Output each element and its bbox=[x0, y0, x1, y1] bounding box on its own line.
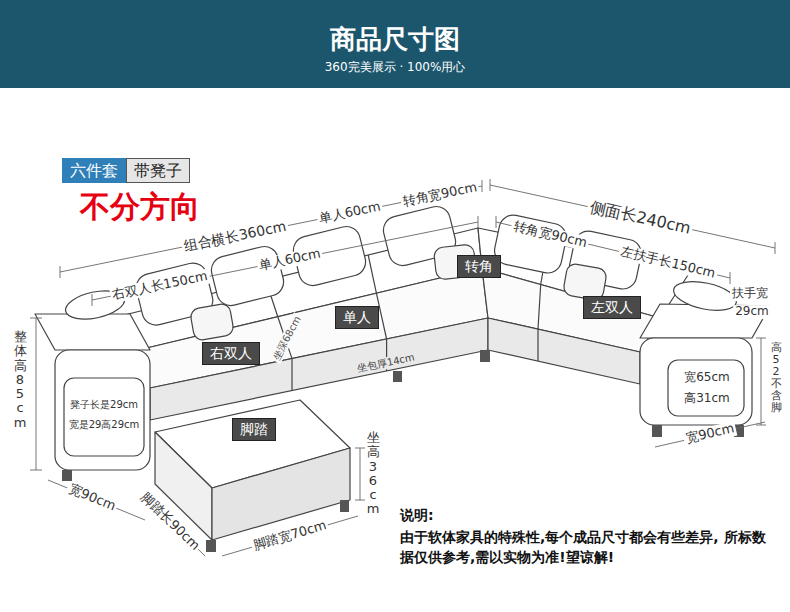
dimension-label: 高31cm bbox=[682, 392, 732, 406]
dimension-label: 高52不含脚 bbox=[771, 341, 782, 416]
node-text: 左双人 bbox=[591, 299, 633, 315]
page-title: 商品尺寸图 bbox=[330, 25, 460, 55]
callout-box: 右双人 bbox=[202, 342, 260, 365]
node-text: 脚踏 bbox=[240, 421, 268, 437]
dimension-label: 脚踏宽70cm bbox=[250, 518, 330, 555]
dimension-label: 左扶手长150cm bbox=[617, 244, 718, 282]
node-text: 转角 bbox=[465, 258, 493, 274]
stool-note: 凳子长是29cm bbox=[68, 399, 140, 411]
dimension-label: 坐高36cm bbox=[367, 430, 380, 518]
dimension-label: 脚踏长90cm bbox=[136, 489, 203, 555]
node-text: 六件套 bbox=[70, 161, 118, 180]
subtitle: 360完美展示 · 100%用心 bbox=[325, 61, 466, 75]
node-text: 带凳子 bbox=[134, 161, 182, 180]
dimension-label: 转角宽90cm bbox=[400, 180, 481, 210]
dimension-label: 宽90cm bbox=[64, 481, 119, 515]
dimension-label: 宽90cm bbox=[682, 421, 737, 447]
direction-note: 不分方向 bbox=[80, 190, 200, 225]
callout-box: 转角 bbox=[457, 255, 501, 278]
node-text: 单人 bbox=[343, 309, 371, 325]
node-text: 右双人 bbox=[210, 345, 252, 361]
title-banner bbox=[0, 0, 790, 88]
note-heading: 说明: bbox=[400, 507, 434, 523]
stool-note: 宽是29高29cm bbox=[67, 419, 142, 431]
callout-box: 脚踏 bbox=[232, 418, 276, 441]
dimension-label: 单人60cm bbox=[256, 246, 324, 274]
dimension-label: 右双人长150cm bbox=[109, 269, 211, 304]
dimension-lines bbox=[30, 179, 775, 556]
dimension-label: 侧面长240cm bbox=[586, 197, 694, 238]
dimension-label: 转角宽90cm bbox=[510, 218, 591, 251]
callout-box: 单人 bbox=[335, 306, 379, 329]
set-tag: 带凳子 bbox=[126, 158, 190, 183]
dimension-label: 坐深68cm bbox=[270, 312, 305, 363]
set-tag: 六件套 bbox=[62, 158, 126, 183]
dimension-label: 整体高85cm bbox=[14, 329, 27, 431]
dimension-label: 宽65cm bbox=[682, 371, 732, 385]
dimension-label: 单人60cm bbox=[316, 199, 384, 227]
dimension-label: 29cm bbox=[733, 305, 771, 319]
callout-box: 左双人 bbox=[583, 296, 641, 319]
dimension-label: 坐包厚14cm bbox=[354, 351, 417, 375]
dimension-label: 扶手宽 bbox=[730, 287, 770, 301]
note-body: 由于软体家具的特殊性,每个成品尺寸都会有些差异, 所标数据仅供参考,需以实物为准… bbox=[400, 527, 775, 568]
